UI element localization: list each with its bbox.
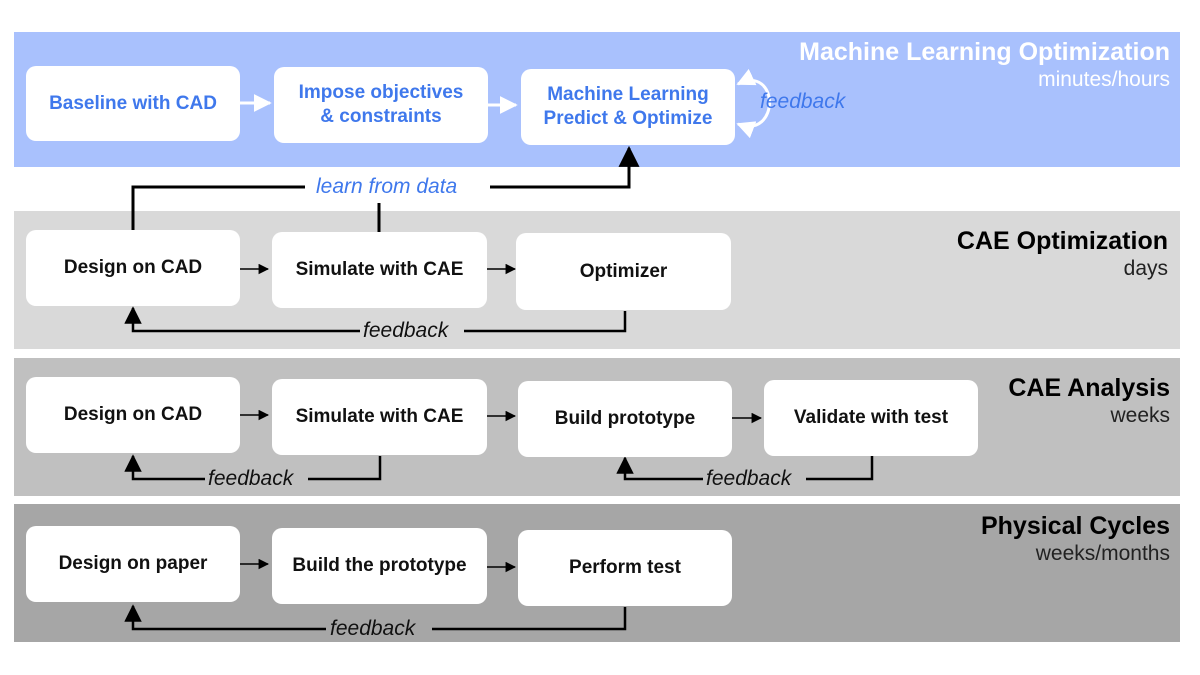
physical-node-design-paper: Design on paper	[26, 526, 240, 602]
cae-analysis-title: CAE Analysis	[1008, 374, 1170, 402]
ml-node-ml-predict-optimize: Machine Learning Predict & Optimize	[521, 69, 735, 145]
ml-band-subtitle: minutes/hours	[1038, 68, 1170, 91]
learn-from-data-path	[131, 185, 305, 230]
cae-analysis-feedback-left-label: feedback	[208, 467, 294, 490]
cae-opt-feedback-right	[464, 311, 627, 333]
cae-opt-feedback-left	[124, 306, 360, 333]
cae-opt-node-optimizer: Optimizer	[516, 233, 731, 310]
physical-feedback-label: feedback	[330, 617, 416, 640]
cae-optimization-title: CAE Optimization	[956, 227, 1168, 255]
ml-feedback-loop	[736, 68, 771, 139]
cae-analysis-node-build-prototype: Build prototype	[518, 381, 732, 457]
cae-analysis-feedback-left-b	[124, 454, 205, 481]
cae-analysis-feedback-right-b	[616, 456, 703, 481]
physical-cycles-title: Physical Cycles	[980, 512, 1170, 540]
cae-analysis-subtitle: weeks	[1110, 404, 1170, 427]
physical-feedback-left	[124, 604, 326, 631]
learn-from-data-path-right	[490, 145, 640, 189]
cae-opt-feedback-label: feedback	[363, 319, 449, 342]
cae-analysis-node-design-cad: Design on CAD	[26, 377, 240, 453]
cae-opt-node-design-cad: Design on CAD	[26, 230, 240, 306]
ml-feedback-label: feedback	[760, 90, 846, 113]
cae-analysis-feedback-right-a	[806, 456, 874, 481]
ml-band-title: Machine Learning Optimization	[799, 38, 1170, 66]
ml-node-baseline-cad: Baseline with CAD	[26, 66, 240, 141]
physical-feedback-right	[432, 607, 627, 631]
cae-analysis-feedback-right-label: feedback	[706, 467, 792, 490]
physical-cycles-subtitle: weeks/months	[1035, 542, 1170, 565]
ml-node-impose-objectives: Impose objectives & constraints	[274, 67, 488, 143]
cae-analysis-node-simulate-cae: Simulate with CAE	[272, 379, 487, 455]
learn-from-data-label: learn from data	[316, 175, 458, 198]
physical-node-build-prototype: Build the prototype	[272, 528, 487, 604]
cae-analysis-node-validate-test: Validate with test	[764, 380, 978, 456]
cae-optimization-subtitle: days	[1123, 257, 1168, 280]
physical-node-perform-test: Perform test	[518, 530, 732, 606]
cae-opt-node-simulate-cae: Simulate with CAE	[272, 232, 487, 308]
cae-analysis-feedback-left-a	[308, 456, 382, 481]
